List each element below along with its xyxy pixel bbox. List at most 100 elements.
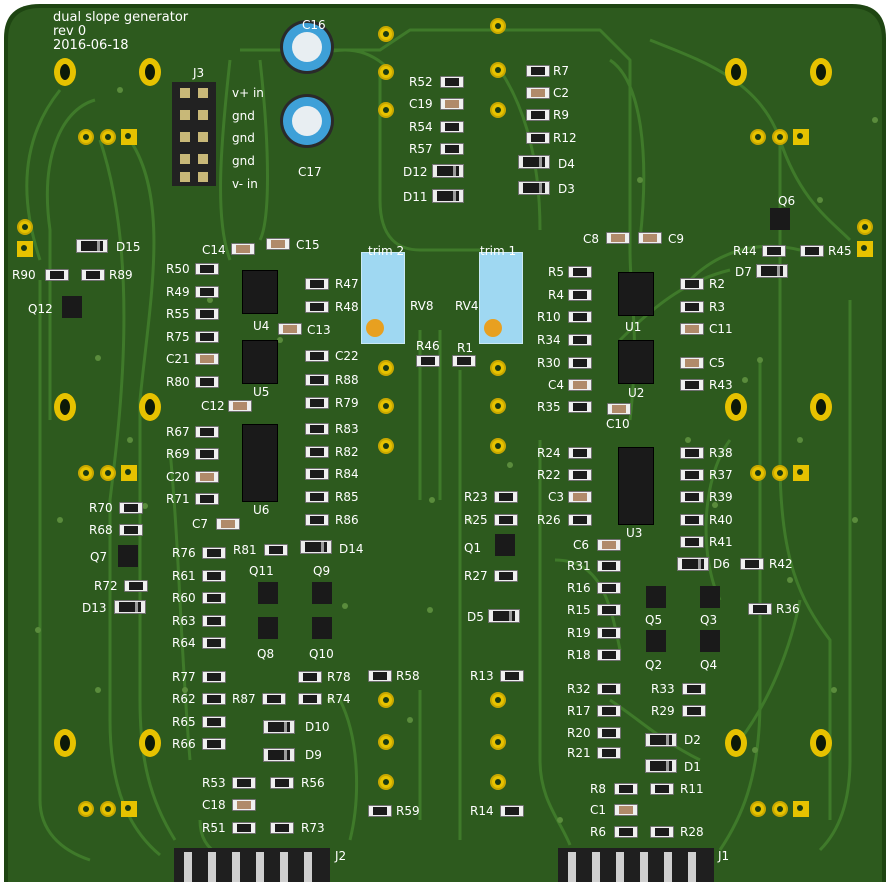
jack-pad-square [793,129,809,145]
refdes-label: R43 [709,378,733,392]
refdes-label: U3 [626,526,643,540]
resistor [597,627,621,639]
pot-pad [490,774,506,790]
refdes-label: D11 [403,190,428,204]
j3-pin-label: gnd [232,131,255,145]
refdes-label: R89 [109,268,133,282]
pot-pad [378,692,394,708]
resistor [452,355,476,367]
refdes-label: R7 [553,64,569,78]
refdes-label: C16 [302,18,326,32]
resistor [680,447,704,459]
resistor [195,426,219,438]
refdes-label: Q9 [313,564,331,578]
refdes-label: R71 [166,492,190,506]
transistor-q2 [646,630,666,652]
refdes-label: D3 [558,182,575,196]
jack-pad [100,129,116,145]
resistor [440,121,464,133]
transistor-q12 [62,296,82,318]
refdes-label: R11 [680,782,704,796]
refdes-label: R79 [335,396,359,410]
jack-pad [750,465,766,481]
pot-pad [378,102,394,118]
resistor [568,357,592,369]
diode-d13 [114,600,146,614]
resistor [305,301,329,313]
refdes-label: R80 [166,375,190,389]
refdes-label: C4 [548,378,565,392]
refdes-label: R8 [590,782,606,796]
refdes-label: R6 [590,825,606,839]
refdes-label: R9 [553,108,569,122]
refdes-label: R38 [709,446,733,460]
refdes-label: R46 [416,339,440,353]
jack-pad [772,129,788,145]
refdes-label: R58 [396,669,420,683]
side-pad [17,219,33,235]
resistor [526,109,550,121]
resistor [597,649,621,661]
refdes-label: R59 [396,804,420,818]
refdes-label: C5 [709,356,726,370]
refdes-label: R21 [567,746,591,760]
pot-pad [378,26,394,42]
refdes-label: U2 [628,386,645,400]
resistor [494,491,518,503]
resistor [305,491,329,503]
refdes-label: D14 [339,542,364,556]
jack-pad [750,129,766,145]
refdes-label: R77 [172,670,196,684]
refdes-label: R5 [548,265,564,279]
diode-d12 [432,164,464,178]
resistor [568,469,592,481]
refdes-label: R72 [94,579,118,593]
refdes-label: R65 [172,715,196,729]
refdes-label: D5 [467,610,484,624]
refdes-label: U4 [253,319,270,333]
refdes-label: R13 [470,669,494,683]
resistor [597,705,621,717]
refdes-label: R44 [733,244,757,258]
resistor [270,777,294,789]
refdes-label: C10 [606,417,630,431]
refdes-label: C18 [202,798,226,812]
board-date: 2016-06-18 [53,38,129,53]
diode-d11 [432,189,464,203]
jack-hole [54,393,76,421]
resistor [500,805,524,817]
refdes-label: R25 [464,513,488,527]
refdes-label: R75 [166,330,190,344]
resistor [232,822,256,834]
refdes-label: R40 [709,513,733,527]
refdes-label: R51 [202,821,226,835]
refdes-label: D1 [684,760,701,774]
diode-d3 [518,181,550,195]
resistor [232,777,256,789]
refdes-label: R15 [567,603,591,617]
refdes-label: U5 [253,385,270,399]
resistor [119,502,143,514]
resistor [494,570,518,582]
jack-pad [78,129,94,145]
jack-pad-square [121,801,137,817]
refdes-label: R52 [409,75,433,89]
pot-pad [490,398,506,414]
capacitor [232,799,256,811]
capacitor [195,471,219,483]
refdes-label: R20 [567,726,591,740]
refdes-label: R33 [651,682,675,696]
ic-u1 [618,272,654,316]
resistor [680,536,704,548]
refdes-label: R67 [166,425,190,439]
refdes-label: R35 [537,400,561,414]
capacitor-c17 [280,94,334,148]
resistor [526,132,550,144]
refdes-label: Q8 [257,647,275,661]
refdes-label: R39 [709,490,733,504]
refdes-label: R90 [12,268,36,282]
refdes-label: R36 [776,602,800,616]
capacitor [195,353,219,365]
pot-pad [378,734,394,750]
